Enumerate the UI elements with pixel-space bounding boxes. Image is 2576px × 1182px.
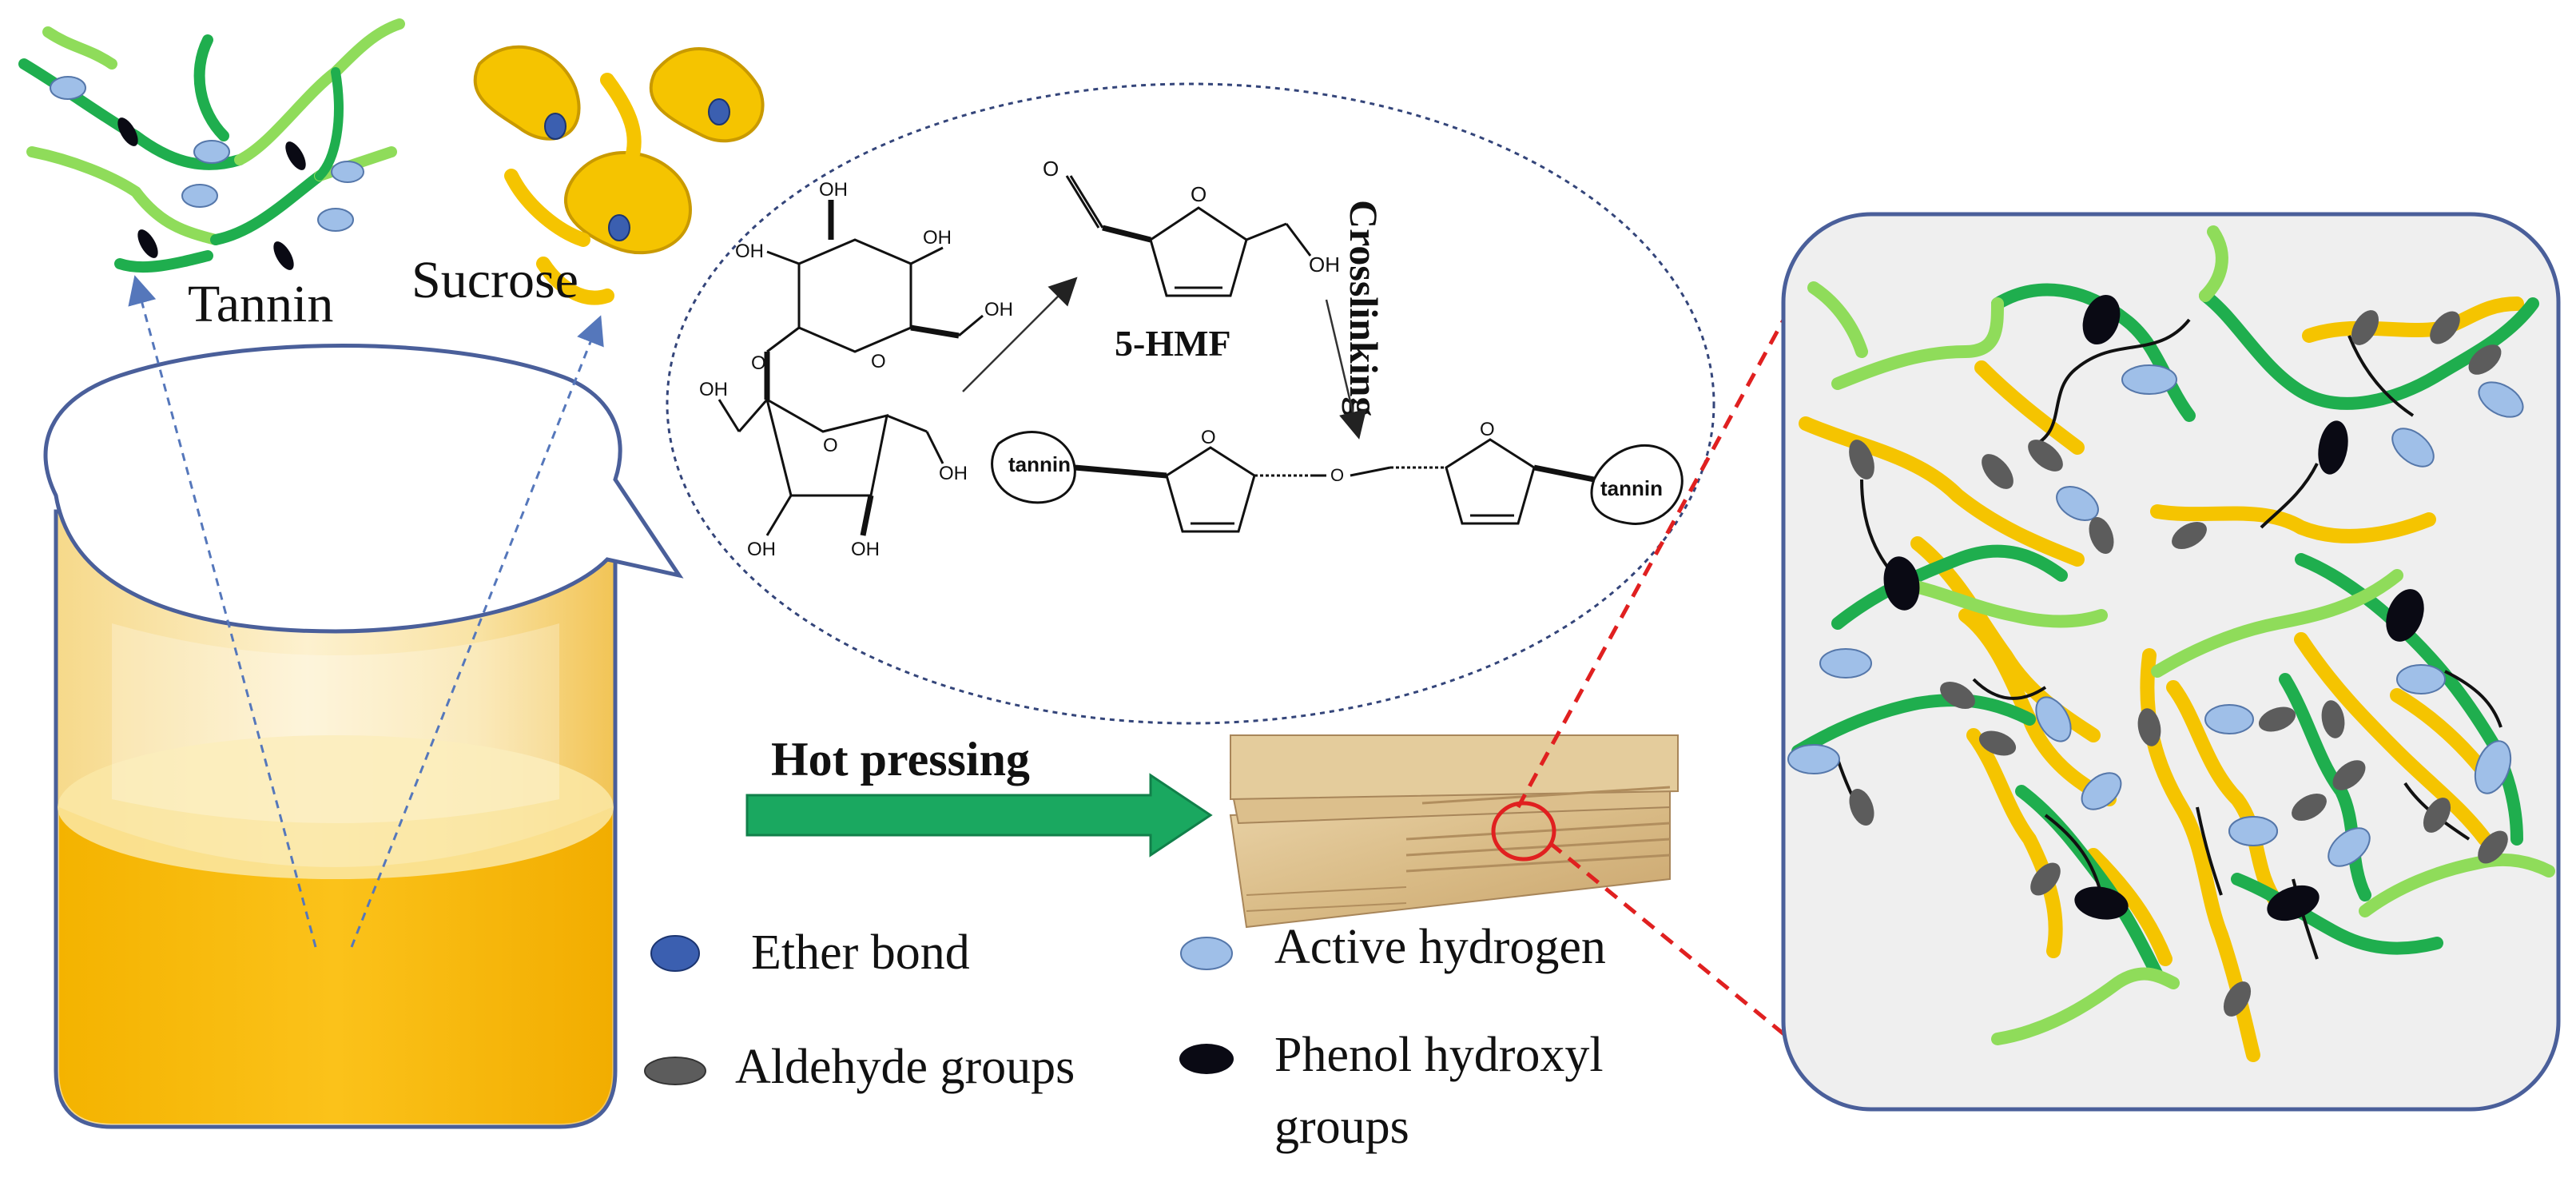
svg-text:OH: OH (984, 299, 1013, 320)
5-hmf-chemical-structure (1065, 175, 1312, 297)
tannin-chains-light (1807, 225, 2555, 1045)
sucrose-chemical-structure (718, 200, 984, 536)
tannin-left-label: tannin (1008, 452, 1071, 476)
conversion-arrow (962, 277, 1078, 392)
svg-text:OH: OH (939, 463, 968, 484)
hot-pressing-arrow (745, 773, 1213, 858)
tannin-right-label: tannin (1600, 476, 1663, 500)
sucrose-molecule-illustration (473, 45, 765, 305)
beaker-liquid (59, 807, 612, 1124)
svg-text:O: O (871, 351, 886, 372)
ether-o: O (1330, 465, 1344, 485)
svg-text:OH: OH (735, 241, 764, 262)
crosslinked-network-panel (1781, 212, 2561, 1112)
sucrose-structure-labels: OH OH OH OH O O OH O OH OH OH (699, 179, 1013, 560)
tannin-molecule-illustration (18, 18, 405, 273)
aldehyde-legend-icon (644, 1057, 706, 1085)
svg-text:O: O (751, 352, 766, 374)
svg-text:OH: OH (923, 227, 952, 249)
phenol-hydroxyl-legend-label: Phenol hydroxyl (1274, 1028, 1604, 1082)
active-hydrogen-legend-label: Active hydrogen (1274, 920, 1606, 974)
beaker (43, 344, 684, 1129)
legend: Ether bond Active hydrogen Aldehyde grou… (644, 920, 1606, 1154)
phenol-hydroxyl-legend-label-2: groups (1274, 1100, 1409, 1154)
hot-pressing-label: Hot pressing (771, 733, 1030, 786)
product-ring-o-right: O (1480, 419, 1495, 440)
sucrose-dashed-arrow (350, 315, 604, 948)
svg-text:OH: OH (819, 179, 848, 201)
magnifier-line-bottom (1548, 842, 1791, 1041)
svg-text:OH: OH (851, 539, 880, 560)
svg-text:OH: OH (747, 539, 776, 560)
beaker-rim (43, 344, 684, 634)
liquid-surface (58, 735, 614, 879)
active-hydrogen-legend-icon (1180, 937, 1233, 970)
ether-bond-legend-icon (650, 935, 700, 972)
crosslinking-arrow (1325, 299, 1367, 440)
phenol-hydroxyl-legend-icon (1179, 1044, 1234, 1074)
hmf-aldehyde-o: O (1043, 157, 1059, 181)
sucrose-label: Sucrose (411, 251, 578, 309)
plywood-panel (1229, 734, 1679, 929)
tannin-dashed-arrow (128, 275, 317, 948)
svg-text:OH: OH (699, 379, 728, 400)
magnifier-line-top (1516, 314, 1788, 809)
aldehyde-legend-label: Aldehyde groups (735, 1040, 1075, 1094)
crosslinking-label: Crosslinking (1342, 200, 1386, 416)
hmf-oh: OH (1309, 253, 1340, 277)
crosslinked-product-structure (991, 431, 1684, 533)
crosslink-bonds (1836, 318, 2502, 960)
hmf-ring-o: O (1191, 182, 1207, 206)
product-ring-o-left: O (1201, 427, 1216, 448)
hmf-label: 5-HMF (1115, 323, 1231, 364)
tannin-label: Tannin (188, 275, 333, 333)
svg-text:O: O (823, 435, 838, 456)
reaction-scheme-ellipse (666, 82, 1715, 725)
ether-bond-legend-label: Ether bond (751, 925, 970, 980)
network-markers (1787, 295, 2524, 1017)
magnifier-circle (1491, 801, 1556, 862)
